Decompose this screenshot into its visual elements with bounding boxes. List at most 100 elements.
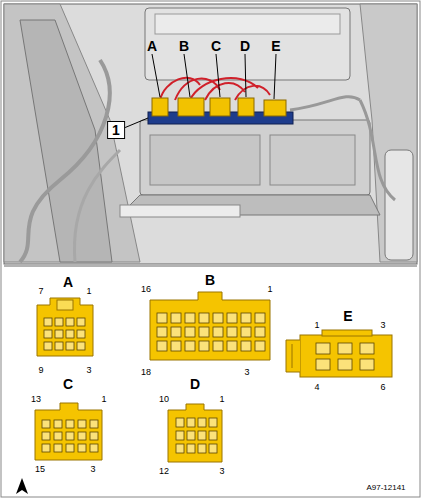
pin-cavity [209,418,217,427]
pin-cavity [77,318,85,326]
pin-cavity [66,420,74,428]
pin-number: 3 [219,467,224,476]
pin-cavity [227,341,237,351]
pin-cavity [44,330,52,338]
pin-cavity [198,431,206,440]
callout-letter: D [190,377,200,391]
pin-cavity [198,444,206,453]
pin-cavity [78,444,86,452]
trunk-illustration [4,4,417,264]
pin-cavity [213,341,223,351]
pin-cavities [42,313,374,453]
pin-cavity [213,327,223,337]
callout-letter: E [343,309,352,323]
pin-cavity [157,327,167,337]
pin-cavity [157,341,167,351]
pin-cavity [66,432,74,440]
pin-cavity [227,327,237,337]
pin-cavity [44,342,52,350]
pin-cavity [199,327,209,337]
pin-number: 1 [219,395,224,404]
pin-cavity [360,343,374,354]
pin-cavity [66,444,74,452]
pin-cavity [227,313,237,323]
pin-cavity [316,359,330,370]
pin-cavity [42,444,50,452]
pin-cavity [157,313,167,323]
pin-cavity [185,341,195,351]
pin-cavity [78,432,86,440]
pin-cavity [176,418,184,427]
pin-cavity [54,420,62,428]
pin-number: 18 [141,368,151,377]
pin-cavity [90,444,98,452]
pin-number: 4 [314,383,319,392]
pin-number: 7 [38,287,43,296]
pin-cavity [54,444,62,452]
callout-letter: B [205,273,215,287]
pin-cavity [171,341,181,351]
pin-cavity [316,343,330,354]
pin-cavity [77,330,85,338]
pin-cavity [255,327,265,337]
pin-cavity [90,420,98,428]
callout-letter: B [179,39,189,53]
pin-cavity [171,327,181,337]
pin-number: 10 [159,395,169,404]
pin-number: 1 [314,321,319,330]
pin-cavity [199,313,209,323]
pin-cavity [185,313,195,323]
callout-number: 1 [107,121,125,139]
pin-number: 1 [86,287,91,296]
pin-cavity [255,313,265,323]
pin-number: 16 [141,285,151,294]
pin-number: 9 [38,366,43,375]
pin-cavity [241,341,251,351]
pin-cavity [187,431,195,440]
pin-cavity [77,342,85,350]
callout-letter: A [147,39,157,53]
pin-number: 1 [101,395,106,404]
pin-cavity [185,327,195,337]
callout-letter: C [63,377,73,391]
pin-number: 6 [380,383,385,392]
pin-cavity [171,313,181,323]
pin-cavity [44,318,52,326]
pin-cavity [90,432,98,440]
pin-cavity [209,444,217,453]
figure-number: A97-12141 [366,484,405,492]
pin-cavity [42,432,50,440]
pin-cavity [198,418,206,427]
pin-cavity [54,432,62,440]
pin-number: 3 [90,465,95,474]
pin-cavity [199,341,209,351]
callout-letter: D [240,39,250,53]
callout-letter: E [271,39,280,53]
pin-cavity [42,420,50,428]
pin-cavity [176,444,184,453]
pin-number: 12 [159,467,169,476]
connector-faces [35,292,392,462]
pin-cavity [176,431,184,440]
pin-cavity [187,418,195,427]
pin-cavity [66,342,74,350]
pin-cavity [55,330,63,338]
pin-cavity [241,313,251,323]
callout-letter: A [63,275,73,289]
pin-number: 1 [267,285,272,294]
pin-number: 3 [380,321,385,330]
pin-number: 13 [31,395,41,404]
orientation-arrow [16,478,28,494]
pin-number: 3 [86,366,91,375]
pin-cavity [55,342,63,350]
pin-number: 15 [35,465,45,474]
pin-cavity [66,330,74,338]
pin-cavity [360,359,374,370]
pin-cavity [338,359,352,370]
pin-cavity [55,318,63,326]
pin-cavity [66,318,74,326]
pin-cavity [255,341,265,351]
pin-number: 3 [244,368,249,377]
pin-cavity [338,343,352,354]
